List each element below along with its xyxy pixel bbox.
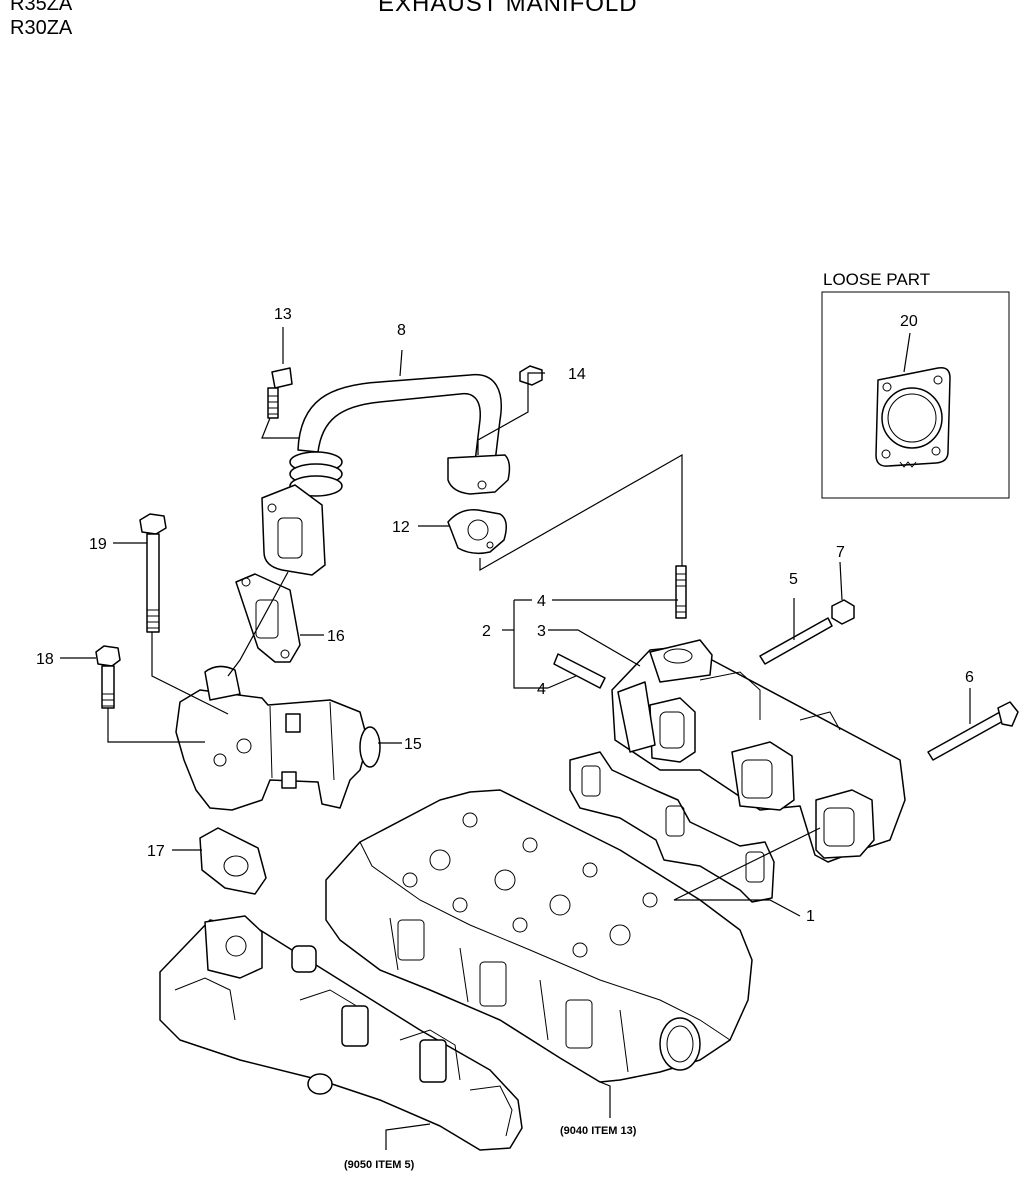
callout-4-lower: 4 [537,681,546,698]
intake-manifold-ref-9050 [159,915,523,1151]
gasket-part-20 [875,366,951,468]
model-code-2: R30ZA [10,17,73,39]
gasket-part-12 [447,509,507,555]
callout-18: 18 [36,651,54,668]
exhaust-manifold-part-2 [611,639,906,863]
callout-5: 5 [789,571,798,588]
callout-labels: 1 2 3 4 4 5 6 7 8 12 13 14 15 16 17 18 1… [36,306,974,925]
bolt-part-6 [927,701,1019,761]
callout-1: 1 [806,908,815,925]
stud-part-4-upper [675,565,687,619]
page-title: EXHAUST MANIFOLD [378,0,638,17]
gasket-part-17 [199,827,267,895]
model-code-1: R35ZA [10,0,73,15]
callout-19: 19 [89,536,107,553]
callout-17: 17 [147,843,165,860]
callout-2: 2 [482,623,491,640]
callout-14: 14 [568,366,586,383]
egr-valve-part-15 [175,665,381,811]
callout-7: 7 [836,544,845,561]
bolt-part-18 [95,645,121,709]
callout-8: 8 [397,322,406,339]
loose-part-box: LOOSE PART [821,270,1010,499]
callout-15: 15 [404,736,422,753]
callout-13: 13 [274,306,292,323]
reference-9050-item-5: (9050 ITEM 5) [344,1159,415,1171]
gasket-part-16 [235,573,301,663]
callout-4-upper: 4 [537,593,546,610]
callout-12: 12 [392,519,410,536]
leader-lines [60,327,971,1150]
nut-part-14 [519,365,543,386]
cylinder-head-ref-9040 [325,789,753,1083]
callout-3: 3 [537,623,546,640]
callout-6: 6 [965,669,974,686]
callout-16: 16 [327,628,345,645]
loose-part-title: LOOSE PART [823,270,930,289]
stud-part-4-lower [553,653,606,689]
nut-part-7 [831,599,855,625]
bolt-part-19 [139,513,167,633]
reference-9040-item-13: (9040 ITEM 13) [560,1125,637,1137]
callout-20: 20 [900,313,918,330]
egr-pipe-part-8 [261,374,511,576]
stud-part-5 [759,617,833,665]
bolt-part-13 [267,367,293,419]
gasket-part-1 [569,751,775,903]
